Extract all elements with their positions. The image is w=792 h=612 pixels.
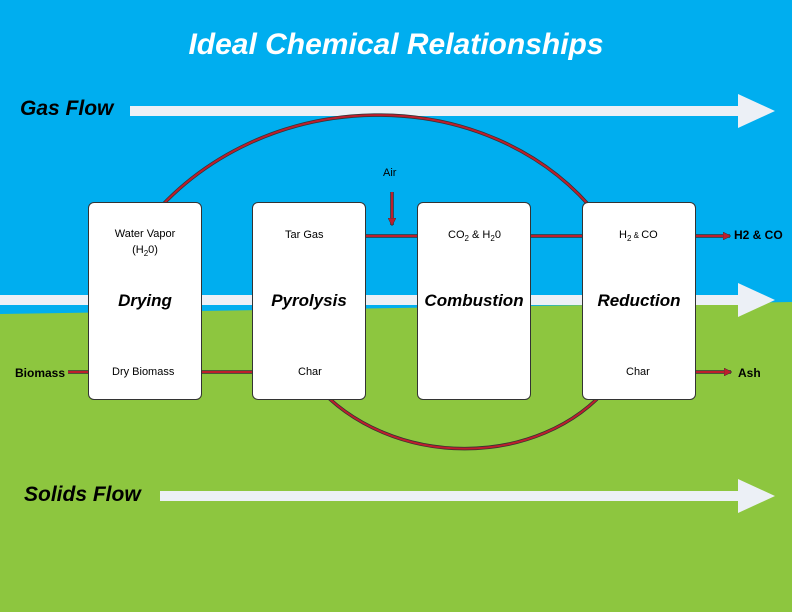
air-label: Air (383, 167, 397, 179)
middle-flow-arrow (0, 283, 775, 317)
reduction-stage-box (582, 202, 696, 400)
stage-name-combustion: Combustion (424, 291, 524, 310)
h2-co-label: H2 & CO (619, 229, 658, 244)
solids-flow-label: Solids Flow (24, 483, 141, 506)
biomass-label: Biomass (15, 366, 66, 380)
char-to-reduction-arrow (314, 383, 610, 450)
water-vapor-to-reduction-arrow (144, 114, 598, 226)
stage-name-reduction: Reduction (597, 291, 681, 310)
page-title: Ideal Chemical Relationships (188, 28, 604, 61)
tar-gas-label: Tar Gas (285, 229, 324, 241)
water-formula-label: (H20) (132, 244, 158, 259)
char-reduction-label: Char (626, 366, 650, 378)
water-vapor-label: Water Vapor (114, 228, 176, 240)
drying-stage-box (88, 202, 202, 400)
solids-flow-arrow (160, 479, 775, 513)
char-pyrolysis-label: Char (298, 366, 322, 378)
combustion-stage-box (417, 202, 531, 400)
stage-name-pyrolysis: Pyrolysis (271, 291, 347, 310)
gas-flow-arrow (130, 94, 775, 128)
stage-name-drying: Drying (118, 291, 172, 310)
co2-h2o-label: CO2 & H20 (448, 229, 501, 244)
gas-flow-label: Gas Flow (20, 97, 114, 120)
ash-label: Ash (738, 366, 761, 380)
pyrolysis-stage-box (252, 202, 366, 400)
dry-biomass-label: Dry Biomass (112, 366, 175, 378)
output-gas-label: H2 & CO (734, 228, 783, 242)
